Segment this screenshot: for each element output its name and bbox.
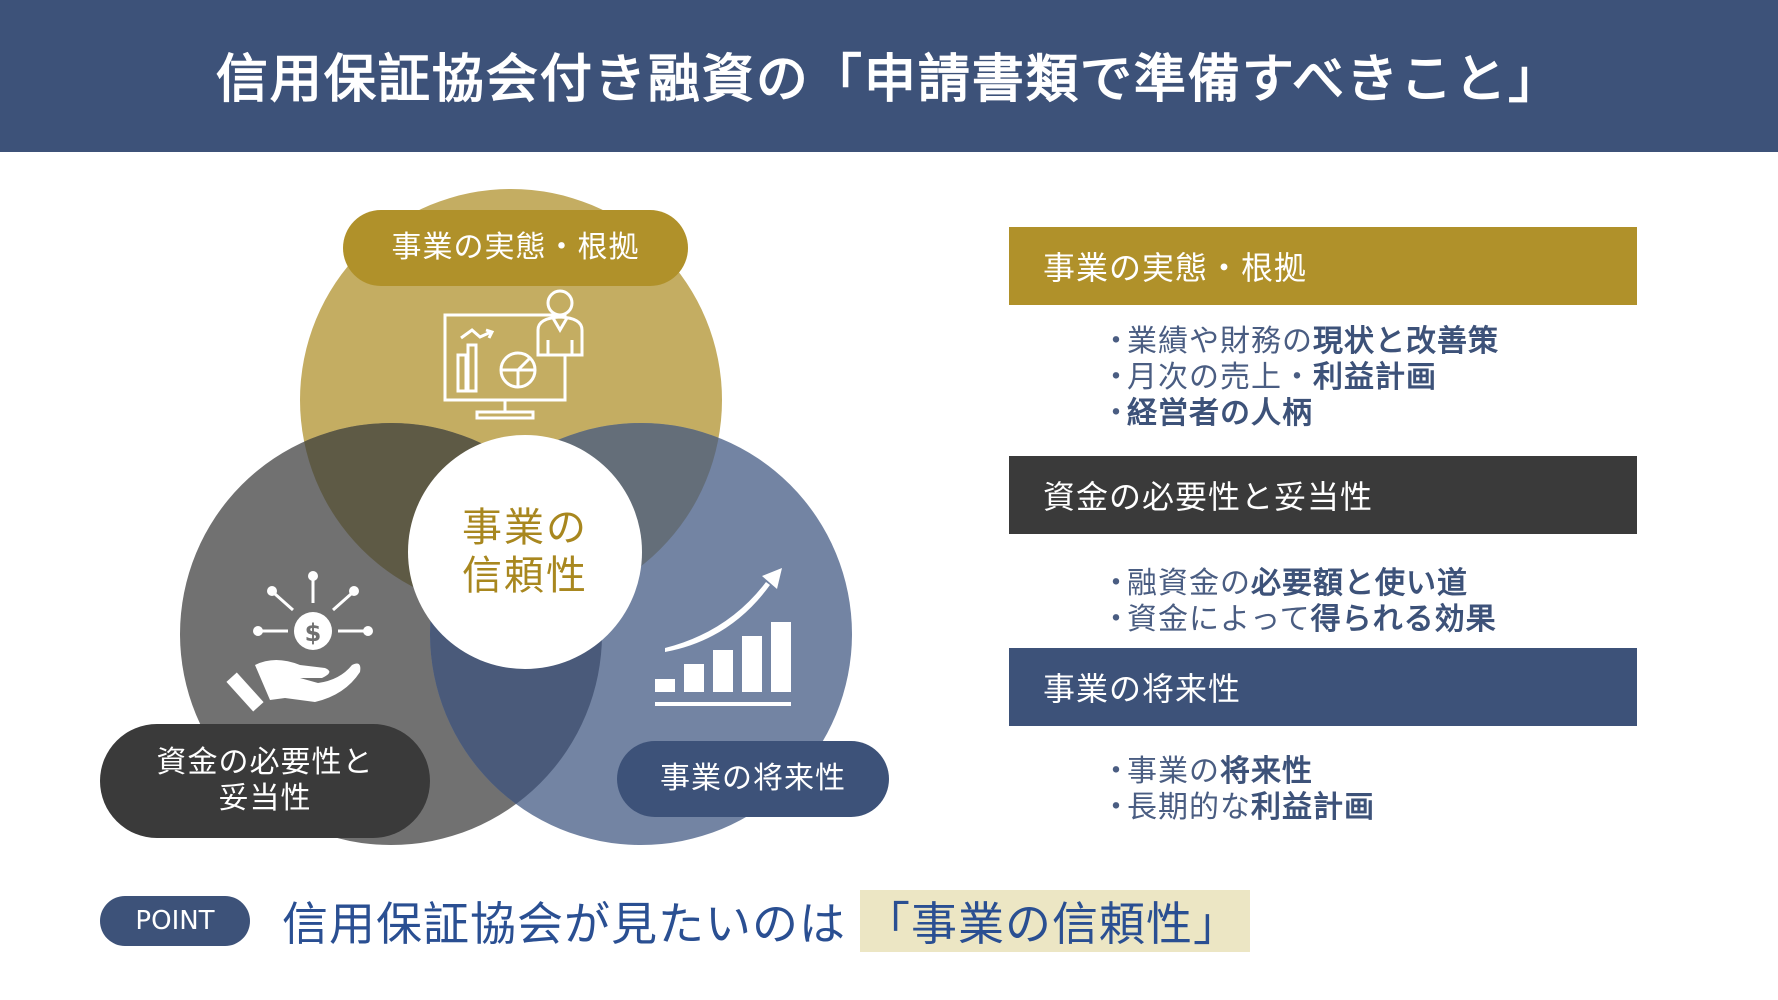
bullet-item: ・長期的な利益計画 — [1101, 790, 1637, 826]
svg-text:$: $ — [305, 619, 322, 647]
bullet-dot: ・ — [1101, 396, 1132, 431]
center-label-line: 信頼性 — [462, 553, 588, 599]
bullet-emphasis: 利益計画 — [1313, 360, 1437, 395]
venn-diagram: $ — [180, 189, 852, 845]
bullet-dot: ・ — [1101, 790, 1132, 825]
card-funding-necessity: 資金の必要性と妥当性 ・融資金の必要額と使い道 ・資金によって得られる効果 — [1009, 456, 1637, 638]
bullet-text: 融資金の — [1127, 566, 1251, 601]
label-line: 妥当性 — [218, 781, 312, 816]
point-text: 信用保証協会が見たいのは — [282, 897, 846, 951]
bullet-emphasis: 得られる効果 — [1310, 602, 1497, 637]
bullet-list: ・融資金の必要額と使い道 ・資金によって得られる効果 — [1009, 566, 1637, 638]
bullet-text: 業績や財務の — [1127, 324, 1313, 359]
growth-chart-icon — [655, 568, 791, 706]
card-business-future: 事業の将来性 ・事業の将来性 ・長期的な利益計画 — [1009, 648, 1637, 826]
bullet-list: ・業績や財務の現状と改善策 ・月次の売上・利益計画 ・経営者の人柄 — [1009, 324, 1637, 432]
label-business-future: 事業の将来性 — [617, 741, 889, 817]
point-badge: POINT — [100, 896, 250, 946]
bullet-emphasis: 利益計画 — [1251, 790, 1375, 825]
bullet-item: ・業績や財務の現状と改善策 — [1101, 324, 1637, 360]
bullet-item: ・月次の売上・利益計画 — [1101, 360, 1637, 396]
bullet-dot: ・ — [1101, 360, 1132, 395]
bullet-emphasis: 経営者の人柄 — [1127, 396, 1313, 431]
venn-circles — [180, 189, 852, 845]
hand-money-icon: $ — [226, 571, 373, 712]
bullet-item: ・資金によって得られる効果 — [1101, 602, 1637, 638]
card-business-reality: 事業の実態・根拠 ・業績や財務の現状と改善策 ・月次の売上・利益計画 ・経営者の… — [1009, 227, 1637, 432]
card-title: 資金の必要性と妥当性 — [1009, 456, 1637, 534]
card-title: 事業の将来性 — [1009, 648, 1637, 726]
bullet-emphasis: 必要額と使い道 — [1251, 566, 1468, 601]
point-highlight: 「事業の信頼性」 — [860, 890, 1250, 952]
bullet-text: 資金によって — [1127, 602, 1311, 637]
label-business-reality: 事業の実態・根拠 — [343, 210, 688, 286]
point-message: 信用保証協会が見たいのは 「事業の信頼性」 — [282, 888, 1250, 954]
label-line: 資金の必要性と — [156, 745, 374, 780]
presentation-monitor-icon — [443, 289, 584, 420]
bullet-text: 月次の売上・ — [1127, 360, 1313, 395]
bullet-emphasis: 現状と改善策 — [1313, 324, 1499, 359]
bullet-dot: ・ — [1101, 566, 1132, 601]
bullet-emphasis: 将来性 — [1220, 754, 1313, 789]
bullet-dot: ・ — [1101, 324, 1132, 359]
card-title: 事業の実態・根拠 — [1009, 227, 1637, 305]
center-circle — [408, 435, 642, 669]
bullet-text: 事業の — [1127, 754, 1220, 789]
title-banner: 信用保証協会付き融資の「申請書類で準備すべきこと」 — [0, 0, 1778, 152]
bullet-text: 長期的な — [1127, 790, 1251, 825]
bullet-dot: ・ — [1101, 754, 1132, 789]
center-label-business-reliability: 事業の 信頼性 — [408, 435, 642, 669]
page-title: 信用保証協会付き融資の「申請書類で準備すべきこと」 — [215, 49, 1563, 110]
label-funding-necessity: 資金の必要性と 妥当性 — [100, 724, 430, 838]
bullet-list: ・事業の将来性 ・長期的な利益計画 — [1009, 754, 1637, 826]
bullet-item: ・事業の将来性 — [1101, 754, 1637, 790]
bullet-dot: ・ — [1101, 602, 1132, 637]
bullet-item: ・経営者の人柄 — [1101, 396, 1637, 432]
center-label-line: 事業の — [462, 505, 588, 551]
bullet-item: ・融資金の必要額と使い道 — [1101, 566, 1637, 602]
